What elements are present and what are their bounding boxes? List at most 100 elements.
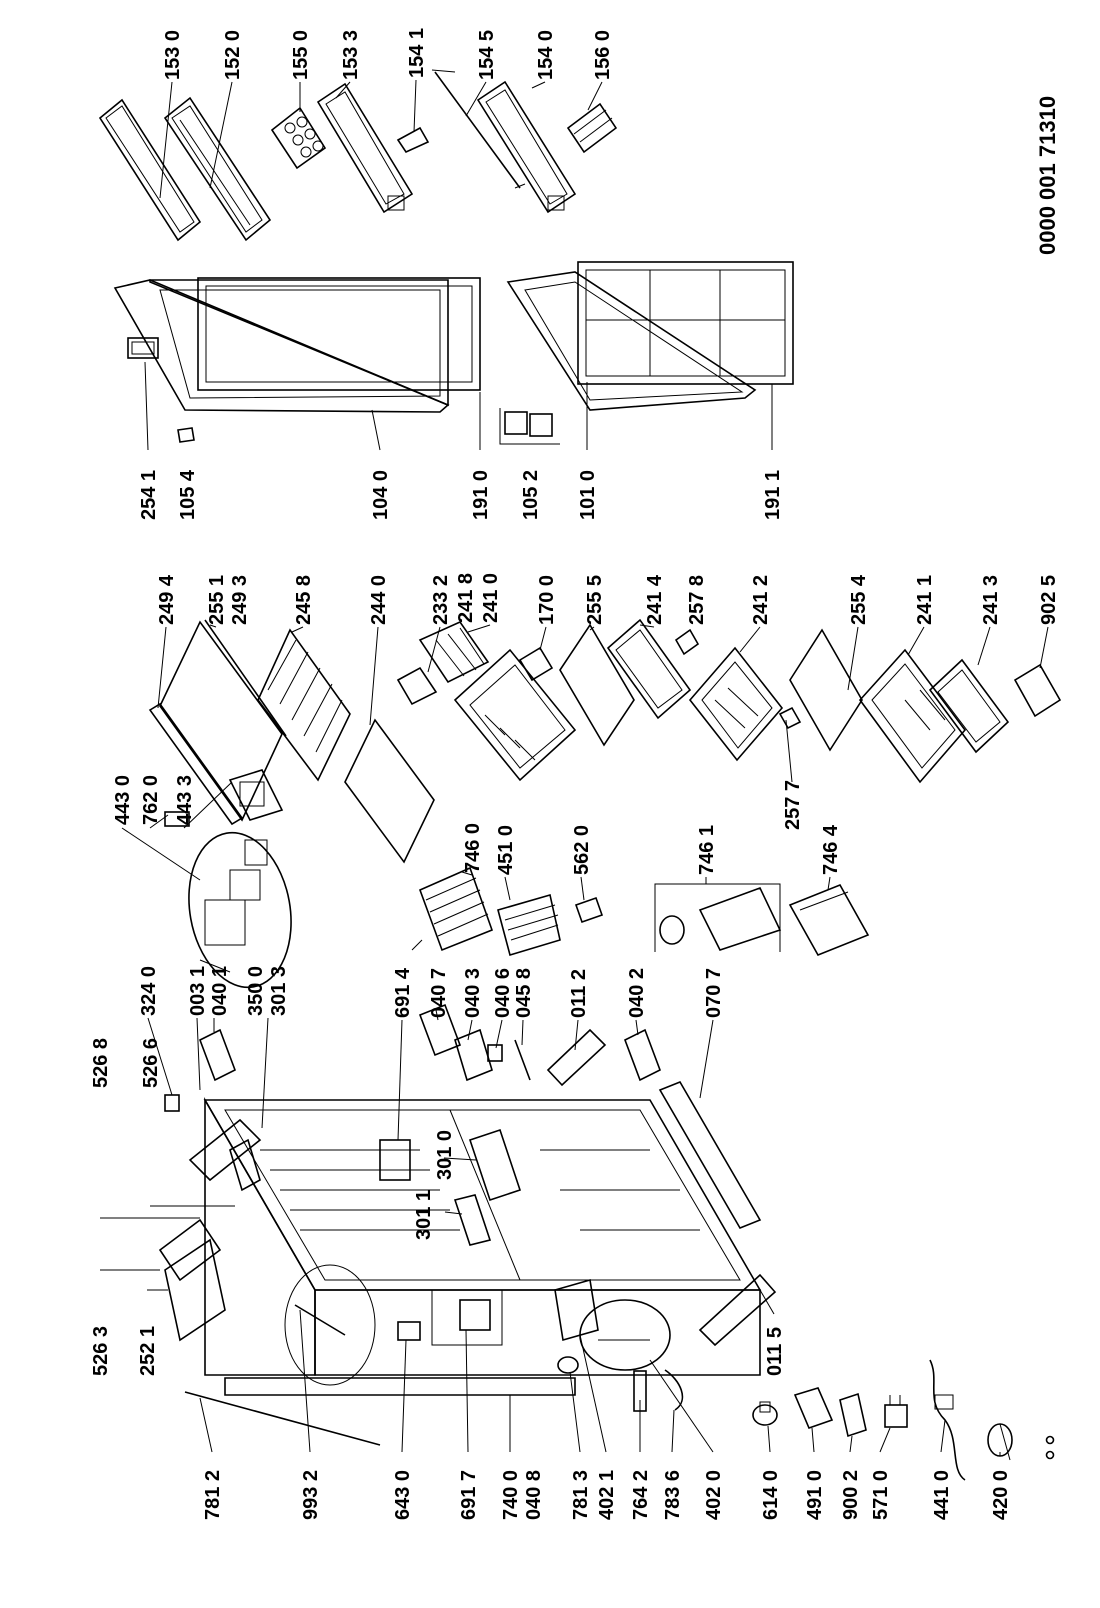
- label-1911: 191 1: [762, 470, 784, 520]
- hinge-0403-drawing: [454, 1028, 493, 1082]
- lamp-7620-drawing: [164, 811, 190, 827]
- label-7461: 746 1: [696, 825, 718, 875]
- hinge-0401-drawing: [198, 1028, 237, 1082]
- label-0403: 040 3: [462, 968, 484, 1018]
- label-1052: 105 2: [520, 470, 542, 520]
- label-2411: 241 1: [914, 575, 936, 625]
- label-6430: 643 0: [392, 1470, 414, 1520]
- pin-0458-drawing: [514, 1039, 531, 1081]
- label-4910: 491 0: [804, 1470, 826, 1520]
- clip-2578-drawing: [674, 628, 700, 656]
- label-4430: 443 0: [112, 775, 134, 825]
- glass-shelf-2555-drawing: [559, 623, 635, 747]
- label-2577: 257 7: [782, 780, 804, 830]
- label-2493: 249 3: [229, 575, 251, 625]
- label-6917: 691 7: [458, 1470, 480, 1520]
- clip-1541-drawing: [396, 126, 430, 154]
- bracket-0115-drawing: [698, 1273, 777, 1347]
- label-6140: 614 0: [760, 1470, 782, 1520]
- label-1040: 104 0: [370, 470, 392, 520]
- label-2554: 255 4: [848, 574, 870, 625]
- sensor-5620-drawing: [574, 896, 604, 924]
- condenser-7400-drawing: [224, 1377, 576, 1396]
- label-1541: 154 1: [406, 28, 428, 78]
- label-7620: 762 0: [140, 775, 162, 825]
- label-2440: 244 0: [368, 575, 390, 625]
- label-1910: 191 0: [470, 470, 492, 520]
- panel-2521-drawing: [164, 1238, 226, 1342]
- panel-6914-drawing: [379, 1139, 411, 1181]
- label-0401: 040 1: [209, 966, 231, 1016]
- label-0458: 045 8: [513, 968, 535, 1018]
- hinge-cover-5268-drawing: [188, 1118, 262, 1182]
- label-4433: 443 3: [174, 775, 196, 825]
- freezer-door-1010-drawing: [506, 271, 757, 411]
- label-7464: 746 4: [820, 824, 842, 875]
- label-4021: 402 1: [596, 1470, 618, 1520]
- label-7836: 783 6: [662, 1470, 684, 1520]
- door-shelf-1520-drawing: [163, 96, 272, 242]
- control-panel-3011-drawing: [453, 1194, 492, 1246]
- control-kit-7461-drawing: [654, 883, 782, 952]
- part-drawings: [98, 69, 1062, 1481]
- callout-labels: 153 0 152 0 155 0 153 3 154 1 154 5 154 …: [90, 28, 1060, 1520]
- grommet-7813-drawing: [557, 1356, 579, 1374]
- compressor-4020-drawing: [579, 1299, 671, 1371]
- clip-2577-drawing: [778, 706, 802, 730]
- label-0406: 040 6: [492, 968, 514, 1018]
- label-5266: 526 6: [140, 1038, 162, 1088]
- rail-0707-drawing: [658, 1081, 762, 1229]
- evaporator-7460-drawing: [411, 866, 494, 952]
- gasket-1911-drawing: [577, 261, 794, 385]
- glass-shelf-2440-drawing: [344, 718, 435, 864]
- bottle-shelf-1540-drawing: [476, 80, 577, 214]
- label-3500: 350 0: [245, 966, 267, 1016]
- label-2458: 245 8: [293, 575, 315, 625]
- label-5263: 526 3: [90, 1326, 112, 1376]
- thermostat-4433-drawing: [228, 769, 284, 821]
- drawer-front-2414-drawing: [606, 618, 692, 720]
- door-shelf-1530-drawing: [98, 98, 202, 242]
- fridge-door-1040-drawing: [113, 279, 450, 413]
- label-7813: 781 3: [570, 1470, 592, 1520]
- cover-2332-drawing: [396, 666, 438, 706]
- label-1530: 153 0: [162, 30, 184, 80]
- label-1520: 152 0: [222, 30, 244, 80]
- cover-7464-drawing: [788, 883, 870, 957]
- part-6140-drawing: [752, 1401, 778, 1426]
- cover-1700-drawing: [518, 646, 554, 682]
- kit-6917-drawing: [431, 1289, 503, 1346]
- bushing-1054-drawing: [177, 427, 195, 443]
- tube-7836-drawing: [664, 1369, 684, 1411]
- cover-5263-drawing: [158, 1218, 222, 1282]
- label-1540: 154 0: [535, 30, 557, 80]
- label-9002: 900 2: [840, 1470, 862, 1520]
- document-number: 0000 001 71310: [1035, 96, 1060, 255]
- label-2541: 254 1: [138, 470, 160, 520]
- plate-0406-drawing: [487, 1044, 503, 1062]
- part-4910-drawing: [793, 1387, 834, 1430]
- label-9932: 993 2: [300, 1470, 322, 1520]
- label-2418: 241 8: [455, 573, 477, 623]
- egg-tray-1550-drawing: [270, 106, 327, 170]
- label-0112: 011 2: [568, 969, 590, 1018]
- label-1533: 153 3: [340, 30, 362, 80]
- shelf-trim-2493-drawing: [204, 619, 287, 737]
- label-3013: 301 3: [268, 966, 290, 1016]
- shelf-trim-2494-drawing: [148, 702, 244, 826]
- gasket-1910-drawing: [197, 277, 481, 391]
- label-0402: 040 2: [626, 968, 648, 1018]
- control-assembly-4430-drawing: [188, 831, 292, 989]
- control-panel-3010-drawing: [468, 1128, 522, 1202]
- drawer-2411-drawing: [858, 648, 967, 784]
- cable-4410-drawing: [929, 1359, 966, 1481]
- drawer-2412-drawing: [688, 646, 784, 762]
- bottle-rail-1545-drawing: [431, 69, 526, 189]
- lamp-cover-5266-drawing: [229, 1138, 261, 1192]
- label-4200: 420 0: [990, 1470, 1012, 1520]
- label-2414: 241 4: [644, 574, 666, 625]
- part-5710-drawing: [884, 1395, 908, 1428]
- label-2555: 255 5: [584, 575, 606, 625]
- cabinet-drawing: [203, 1097, 762, 1376]
